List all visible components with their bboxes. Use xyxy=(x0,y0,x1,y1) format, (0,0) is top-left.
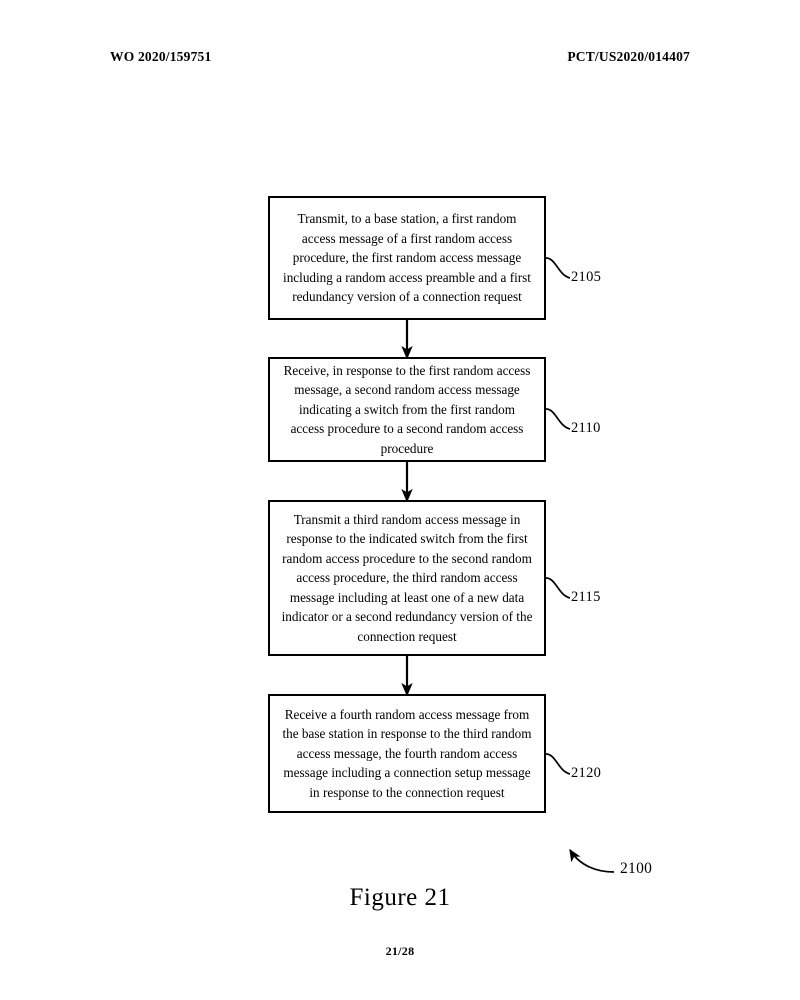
flow-step-text-2115: Transmit a third random access message i… xyxy=(281,512,533,644)
application-number: PCT/US2020/014407 xyxy=(567,49,690,64)
flow-step-text-2110: Receive, in response to the first random… xyxy=(283,362,531,456)
page-header: WO 2020/159751 PCT/US2020/014407 xyxy=(110,49,690,67)
reference-numeral-2120: 2120 xyxy=(571,765,602,781)
page-number: 21/28 xyxy=(385,944,415,958)
flow-step-box-2110[interactable]: Receive, in response to the first random… xyxy=(268,357,546,462)
figure-caption: Figure 21 xyxy=(349,884,451,911)
publication-number: WO 2020/159751 xyxy=(110,49,212,64)
leader-arrow-2100 xyxy=(569,848,615,873)
flow-step-box-2120[interactable]: Receive a fourth random access message f… xyxy=(268,694,546,813)
flow-step-text-2120: Receive a fourth random access message f… xyxy=(282,706,532,800)
leader-line-2110 xyxy=(545,408,571,430)
flow-step-text-2105: Transmit, to a base station, a first ran… xyxy=(283,211,531,305)
flow-step-box-2115[interactable]: Transmit a third random access message i… xyxy=(268,500,546,656)
reference-numeral-2105: 2105 xyxy=(571,269,602,285)
flow-step-box-2105[interactable]: Transmit, to a base station, a first ran… xyxy=(268,196,546,320)
leader-line-2105 xyxy=(545,257,571,279)
reference-numeral-2100: 2100 xyxy=(620,860,653,877)
reference-numeral-2110: 2110 xyxy=(571,420,601,436)
leader-line-2120 xyxy=(545,753,571,775)
reference-numeral-2115: 2115 xyxy=(571,589,601,605)
leader-line-2115 xyxy=(545,577,571,599)
